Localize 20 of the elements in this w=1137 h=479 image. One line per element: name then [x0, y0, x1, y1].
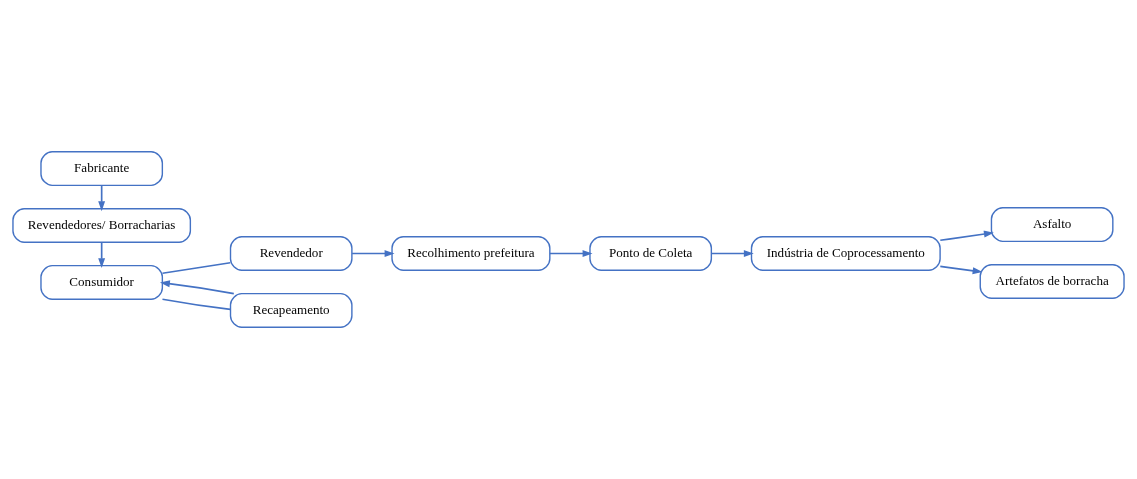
node-box: Asfalto — [990, 207, 1114, 243]
node-box: Artefatos de borracha — [979, 264, 1125, 299]
arrow — [159, 280, 235, 295]
arrow — [549, 250, 593, 257]
arrow — [98, 184, 106, 212]
arrow — [939, 265, 983, 275]
connector — [161, 298, 232, 311]
connector — [161, 261, 232, 275]
node-box: Recapeamento — [229, 292, 353, 328]
arrow — [98, 241, 106, 269]
node-box: Recolhimento prefeitura — [391, 236, 551, 271]
arrow — [939, 230, 994, 242]
node-box: Revendedores/ Borracharias — [12, 208, 192, 243]
node-box: Indústria de Coprocessamento — [750, 236, 941, 271]
arrow — [710, 250, 754, 257]
arrow — [351, 250, 395, 257]
node-box: Consumidor — [40, 264, 164, 300]
node-box: Ponto de Coleta — [589, 236, 713, 271]
node-box: Revendedor — [229, 236, 353, 271]
node-box: Fabricante — [40, 151, 164, 187]
